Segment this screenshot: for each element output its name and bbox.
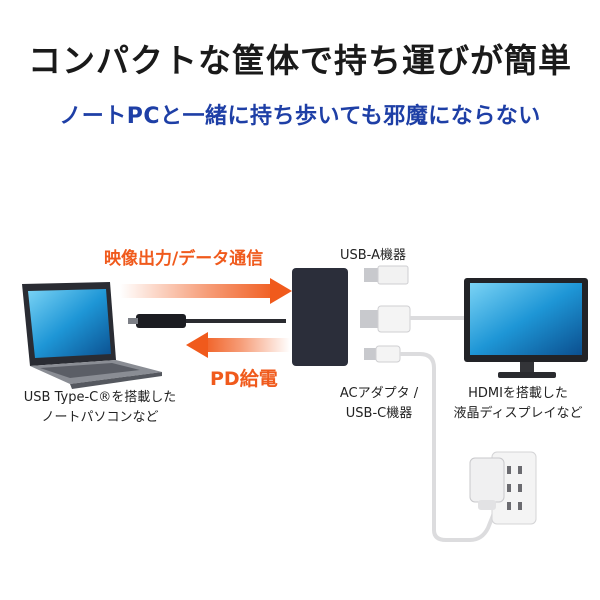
usb-c-power-connector [364, 345, 498, 542]
monitor-label: HDMIを搭載した 液晶ディスプレイなど [448, 384, 588, 424]
wall-outlet-adapter [469, 451, 537, 525]
ac-adapter-label-line2: USB-C機器 [345, 406, 413, 421]
video-data-arrow [120, 278, 292, 304]
monitor-label-line1: HDMIを搭載した [468, 386, 568, 401]
monitor-label-line2: 液晶ディスプレイなど [453, 406, 583, 421]
pd-power-label: PD給電 [210, 368, 278, 390]
page-subtitle: ノートPCと一緒に持ち歩いても邪魔にならない [59, 104, 541, 129]
page-title: コンパクトな筐体で持ち運びが簡単 [28, 41, 572, 80]
laptop-label-line2: ノートパソコンなど [41, 410, 159, 425]
laptop-label: USB Type-C®を搭載した ノートパソコンなど [12, 388, 188, 428]
video-data-label: 映像出力/データ通信 [104, 249, 264, 269]
usb-a-connector [364, 265, 409, 285]
hdmi-connector [360, 305, 470, 333]
usb-hub [292, 268, 348, 366]
laptop-label-line1: USB Type-C®を搭載した [23, 390, 177, 405]
laptop-illustration [22, 282, 162, 389]
monitor-illustration [464, 278, 588, 378]
usb-a-device-label: USB-A機器 [340, 248, 406, 263]
usb-c-cable [128, 314, 286, 328]
ac-adapter-label: ACアダプタ / USB-C機器 [324, 384, 434, 424]
pd-power-arrow [186, 332, 290, 358]
ac-adapter-label-line1: ACアダプタ / [339, 386, 419, 401]
